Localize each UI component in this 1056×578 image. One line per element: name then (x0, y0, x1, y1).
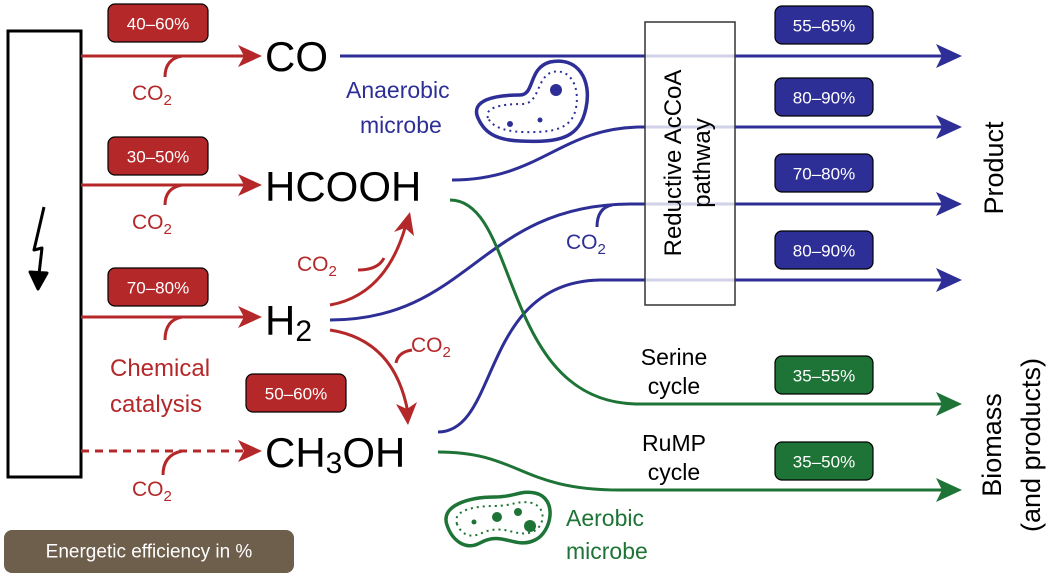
power-source-box (6, 29, 83, 479)
product-label: Product (979, 121, 1009, 215)
svg-text:80–90%: 80–90% (793, 242, 855, 261)
svg-text:50–60%: 50–60% (265, 385, 327, 404)
molecule-ch3oh: CH3OH (265, 429, 405, 480)
svg-text:55–65%: 55–65% (793, 17, 855, 36)
serine-cycle-line1: Serine (641, 344, 707, 370)
biomass-label-line2: (and products) (1016, 358, 1046, 532)
rump-cycle-line1: RuMP (642, 430, 706, 456)
badge-red: 70–80% (107, 267, 209, 307)
legend-box: Energetic efficiency in % (4, 530, 294, 573)
anaerobic-label-line1: Anaerobic (346, 77, 450, 103)
path-ch3oh-product (437, 278, 945, 434)
badge-blue: 70–80% (774, 153, 874, 193)
path-hcooh-biomass (449, 198, 945, 406)
rump-cycle-line2: cycle (648, 459, 700, 485)
badge-green: 35–55% (774, 355, 874, 395)
molecule-co: CO (265, 33, 328, 80)
svg-text:35–55%: 35–55% (793, 367, 855, 386)
anaerobic-label-line2: microbe (360, 112, 442, 138)
anaerobic-microbe-icon (474, 59, 589, 144)
badge-blue: 55–65% (774, 5, 874, 45)
arrow-h2-to-hcooh (329, 227, 407, 307)
svg-text:80–90%: 80–90% (793, 89, 855, 108)
co2-label: CO2 (566, 231, 606, 258)
path-hcooh-product (451, 125, 945, 182)
pathway-label-line1: Reductive AcCoA (660, 70, 687, 257)
aerobic-label-line2: microbe (566, 538, 648, 564)
chemical-catalysis-line2: catalysis (110, 391, 202, 418)
co2-label: CO2 (297, 253, 337, 280)
badge-blue: 80–90% (774, 77, 874, 117)
path-ch3oh-biomass (437, 450, 945, 492)
chemical-catalysis-line1: Chemical (110, 355, 210, 382)
svg-text:30–50%: 30–50% (127, 148, 189, 167)
badge-green: 35–50% (774, 441, 874, 481)
arrow-h2-to-ch3oh (329, 328, 410, 414)
co2-label: CO2 (411, 334, 451, 361)
svg-text:40–60%: 40–60% (127, 15, 189, 34)
legend-label: Energetic efficiency in % (46, 542, 253, 563)
badge-red: 50–60% (245, 373, 347, 413)
svg-text:35–50%: 35–50% (793, 453, 855, 472)
svg-text:70–80%: 70–80% (127, 279, 189, 298)
pathway-box (644, 21, 736, 306)
aerobic-microbe-icon (444, 490, 552, 548)
co2-label: CO2 (132, 82, 172, 109)
molecule-hcooh: HCOOH (265, 163, 421, 210)
badge-red: 40–60% (107, 3, 209, 43)
svg-text:70–80%: 70–80% (793, 165, 855, 184)
molecule-h2: H2 (265, 297, 312, 348)
path-h2-product (329, 202, 945, 322)
pathway-label-line2: pathway (689, 118, 716, 207)
co2-label: CO2 (132, 478, 172, 505)
aerobic-label-line1: Aerobic (566, 505, 644, 531)
co2-label: CO2 (132, 211, 172, 238)
badge-blue: 80–90% (774, 230, 874, 270)
serine-cycle-line2: cycle (648, 373, 700, 399)
biomass-label-line1: Biomass (977, 393, 1007, 497)
badge-red: 30–50% (107, 136, 209, 176)
